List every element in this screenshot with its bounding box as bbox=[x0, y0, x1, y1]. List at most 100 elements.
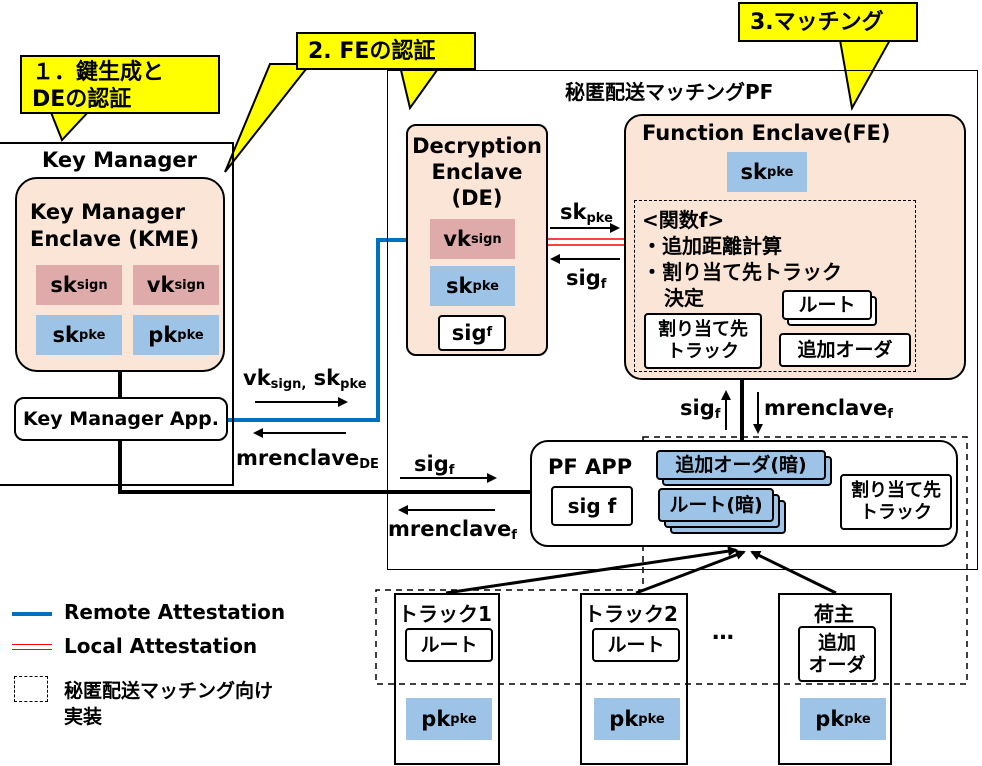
kme-title-line1: Key Manager bbox=[30, 200, 185, 224]
shipper-box bbox=[778, 593, 892, 765]
fe-order-label: 追加オーダ bbox=[797, 339, 893, 361]
label-mrenclave-down: mrenclavef bbox=[764, 396, 893, 422]
lbl-f: f bbox=[511, 528, 517, 543]
callout-step2: 2. FEの認証 bbox=[296, 32, 476, 70]
callout-step3-text: 3.マッチング bbox=[750, 10, 884, 35]
label-mrenclave-f: mrenclavef bbox=[388, 517, 517, 543]
label-sigf-fe-de: sigf bbox=[566, 266, 606, 292]
lbl-f: f bbox=[448, 463, 455, 478]
doc-sig: sig bbox=[451, 321, 487, 345]
de-title-line1: Decryption bbox=[412, 134, 542, 158]
truck1-route-label: ルート bbox=[420, 634, 478, 656]
key-base: pk bbox=[609, 707, 639, 731]
truck1-box bbox=[394, 593, 500, 765]
truck1-route-doc: ルート bbox=[405, 628, 493, 662]
key-sub: pke bbox=[177, 327, 204, 343]
lbl-sig: sig bbox=[566, 266, 601, 290]
truck2-box bbox=[580, 593, 688, 765]
label-skpke-de-fe: skpke bbox=[560, 200, 613, 226]
key-sub: pke bbox=[767, 164, 794, 180]
de-title-line2: Enclave bbox=[431, 160, 523, 184]
lbl-f: f bbox=[887, 407, 893, 422]
fe-func-title: <関数f> bbox=[642, 208, 725, 232]
doc-f: f bbox=[486, 325, 493, 340]
pfapp-assign-line1: 割り当て先 bbox=[851, 480, 941, 501]
key-base: sk bbox=[50, 273, 77, 297]
key-base: pk bbox=[815, 707, 845, 731]
pfapp-sig-label: sig f bbox=[567, 494, 617, 518]
lbl-sk: sk bbox=[313, 366, 341, 390]
truck2-route-label: ルート bbox=[607, 634, 665, 656]
platform-box bbox=[387, 70, 978, 570]
legend-local-line bbox=[12, 644, 52, 650]
implementation-boundary bbox=[375, 436, 968, 685]
callout-step3: 3.マッチング bbox=[738, 2, 918, 42]
fe-assign-line1: 割り当て先 bbox=[658, 319, 748, 340]
key-sub: sign bbox=[76, 277, 108, 293]
key-sub: sign bbox=[470, 231, 502, 247]
label-sigf-up: sigf bbox=[680, 396, 720, 422]
key-manager-box bbox=[0, 142, 234, 486]
key-base: sk bbox=[52, 323, 80, 347]
key-manager-app-label: Key Manager App. bbox=[23, 408, 219, 430]
lbl-pke: pke bbox=[586, 211, 613, 226]
pf-app-title: PF APP bbox=[548, 455, 633, 479]
fe-assign-doc: 割り当て先トラック bbox=[644, 313, 762, 369]
callout-step1-line2: DEの認証 bbox=[32, 87, 132, 112]
remote-attestation-line bbox=[228, 238, 406, 422]
legend-impl-label1: 秘匿配送マッチング向け bbox=[64, 680, 274, 702]
lbl-mrenclave: mrenclave bbox=[236, 446, 360, 470]
key-sub: sign bbox=[174, 277, 206, 293]
fe-assign-line2: トラック bbox=[667, 341, 739, 362]
callout1-pointer bbox=[48, 109, 93, 142]
pfapp-assign-doc: 割り当て先トラック bbox=[840, 474, 952, 530]
truck2-route-doc: ルート bbox=[592, 628, 680, 662]
de-title: Decryption Enclave (DE) bbox=[406, 133, 548, 211]
key-manager-app: Key Manager App. bbox=[14, 397, 228, 441]
key-manager-title: Key Manager bbox=[42, 148, 197, 172]
lbl-sk: sk bbox=[560, 200, 587, 224]
fe-route-label: ルート bbox=[798, 294, 856, 316]
pfapp-enc-route-doc: ルート(暗) bbox=[658, 488, 774, 522]
platform-title: 秘匿配送マッチングPF bbox=[565, 80, 774, 104]
shipper-order-line1: 追加 bbox=[817, 632, 856, 654]
lbl-mrenclave: mrenclave bbox=[388, 517, 512, 541]
truck2-title: トラック2 bbox=[584, 602, 678, 626]
key-base: pk bbox=[148, 323, 178, 347]
fe-title: Function Enclave(FE) bbox=[642, 121, 891, 145]
pfapp-assign-line2: トラック bbox=[860, 502, 932, 523]
pfapp-enc-order-doc: 追加オーダ(暗) bbox=[656, 450, 826, 480]
callout2-pointer-b bbox=[224, 63, 313, 173]
fe-order-doc: 追加オーダ bbox=[779, 333, 911, 367]
lbl-sig: sig bbox=[414, 452, 449, 476]
label-mrenclave-de: mrenclaveDE bbox=[236, 446, 379, 472]
pfapp-enc-route-label: ルート(暗) bbox=[669, 494, 763, 516]
callout-step1-line1: １．鍵生成と bbox=[32, 60, 165, 85]
lbl-mrenclave: mrenclave bbox=[764, 396, 888, 420]
callout-step1: １．鍵生成と DEの認証 bbox=[20, 55, 220, 114]
fe-func-item2: ・割り当て先トラック bbox=[642, 260, 842, 284]
legend-impl-box bbox=[14, 676, 48, 702]
shipper-title: 荷主 bbox=[814, 602, 854, 626]
callout-step2-text: 2. FEの認証 bbox=[308, 39, 436, 64]
lbl-sign: sign, bbox=[270, 377, 307, 392]
lbl-de: DE bbox=[359, 457, 379, 472]
legend-remote-line bbox=[12, 612, 52, 616]
de-title-line3: (DE) bbox=[451, 186, 503, 210]
lbl-f: f bbox=[714, 407, 721, 422]
key-sub: pke bbox=[79, 327, 106, 343]
label-sigf-pfapp: sigf bbox=[414, 452, 454, 478]
shipper-order-line2: オーダ bbox=[808, 654, 866, 676]
fe-route-doc: ルート bbox=[782, 290, 872, 320]
key-sub: pke bbox=[472, 278, 499, 294]
fe-func-item1: ・追加距離計算 bbox=[642, 234, 782, 258]
